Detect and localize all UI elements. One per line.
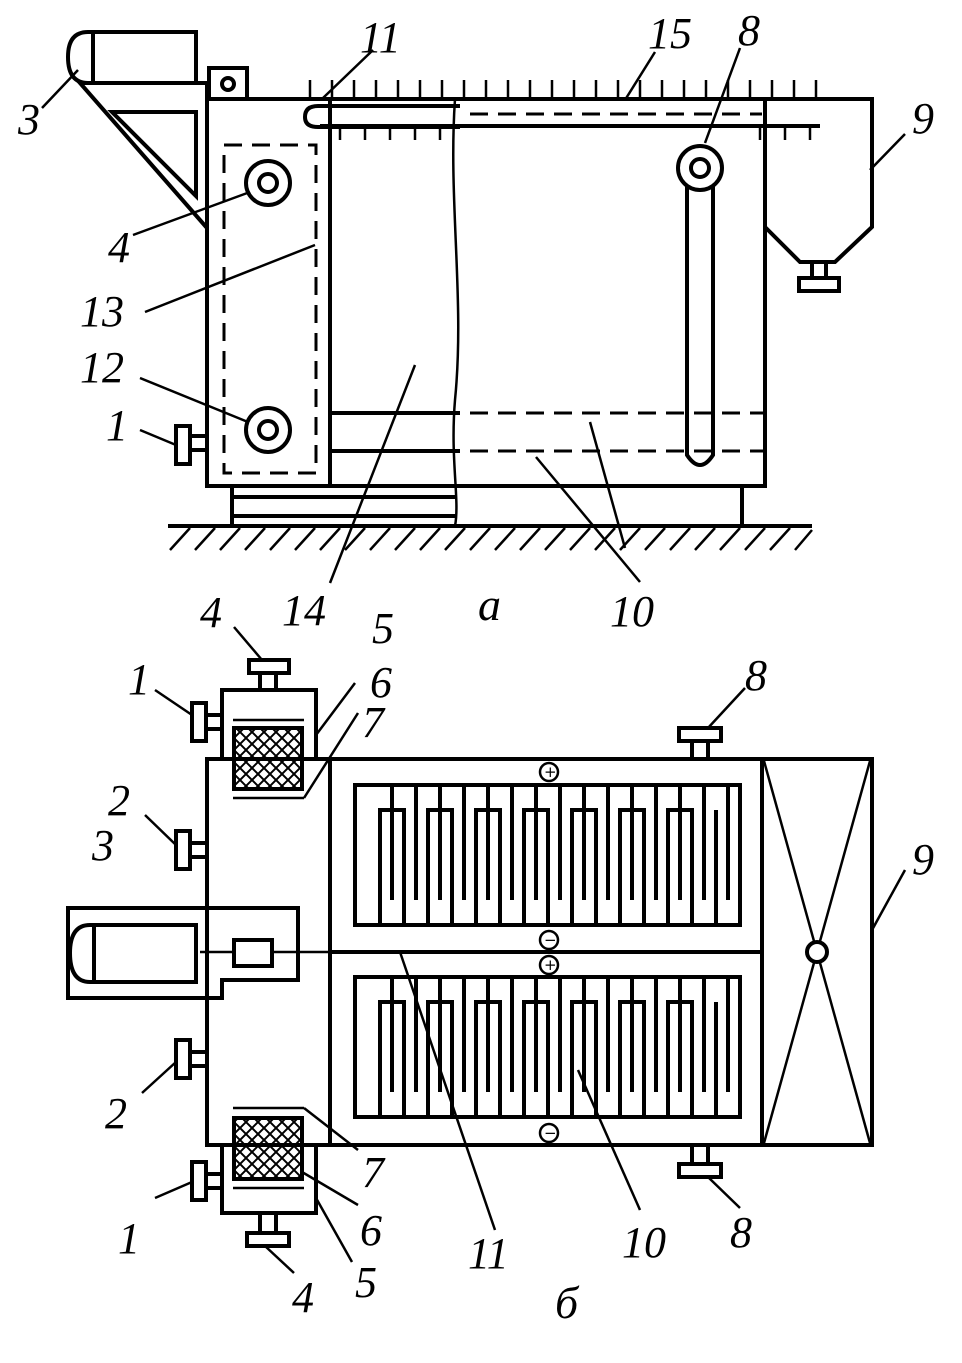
hopper-outlet-flange xyxy=(797,276,841,293)
scraper-blades-top xyxy=(308,80,818,98)
label-9-a: 9 xyxy=(912,94,934,143)
label-1-a: 1 xyxy=(106,401,128,450)
scraper-blades-bottom xyxy=(338,127,812,140)
label-6-b-bottom: 6 xyxy=(360,1206,382,1255)
caption-a: а xyxy=(478,579,501,630)
label-4-b-bottom: 4 xyxy=(292,1273,314,1322)
pipe-11 xyxy=(302,104,460,129)
label-10-a: 10 xyxy=(610,587,654,636)
terminal-plus-2-sign: + xyxy=(544,956,557,974)
nozzle-1-bottom xyxy=(190,1160,224,1202)
motor-3-top xyxy=(66,906,300,1000)
chain-drive-side xyxy=(676,144,724,467)
label-7-b-bottom: 7 xyxy=(362,1148,386,1197)
label-8-b-bottom: 8 xyxy=(730,1208,752,1257)
label-6-b-top: 6 xyxy=(370,658,392,707)
nozzle-1-side xyxy=(174,424,209,466)
label-3-a: 3 xyxy=(17,95,40,144)
drive-8-top xyxy=(677,726,723,761)
caption-b: б xyxy=(555,1277,580,1328)
electrode-block-upper xyxy=(353,783,742,927)
pump-4-side xyxy=(244,159,292,207)
label-5-b-bottom: 5 xyxy=(355,1258,377,1307)
view-b-top: + − + − xyxy=(66,588,934,1328)
label-11-a: 11 xyxy=(360,13,401,62)
filter-box-lower xyxy=(220,1106,318,1215)
leader-lines-b xyxy=(141,626,907,1274)
label-2-b-top: 2 xyxy=(108,776,130,825)
label-13-a: 13 xyxy=(80,287,124,336)
label-12-a: 12 xyxy=(80,343,124,392)
label-1-b-top: 1 xyxy=(128,655,150,704)
label-4-b-top: 4 xyxy=(200,588,222,637)
pump-4-bottom xyxy=(245,1211,291,1248)
label-2-b-bottom: 2 xyxy=(105,1089,127,1138)
label-14-a: 14 xyxy=(282,586,326,635)
motor-3-side xyxy=(65,30,249,234)
nozzle-2-top xyxy=(174,829,209,871)
sludge-hopper xyxy=(763,97,874,264)
label-4-a: 4 xyxy=(108,223,130,272)
view-a-side: 3 11 15 8 9 4 13 12 1 14 10 а xyxy=(17,6,934,636)
nozzle-1-top xyxy=(190,701,224,743)
terminal-plus-1 xyxy=(538,761,560,783)
ground-hatching xyxy=(169,527,813,551)
section-break-line xyxy=(452,98,460,527)
hopper-top xyxy=(762,760,872,1144)
terminals: + − + − xyxy=(538,761,560,1144)
label-7-b-top: 7 xyxy=(362,698,386,747)
label-10-b: 10 xyxy=(622,1218,666,1267)
terminal-minus-1-sign: − xyxy=(544,931,557,949)
label-15-a: 15 xyxy=(648,9,692,58)
terminal-minus-2 xyxy=(538,1122,560,1144)
terminal-minus-2-sign: − xyxy=(544,1124,557,1142)
label-8-b-top: 8 xyxy=(745,651,767,700)
terminal-minus-1 xyxy=(538,929,560,951)
pump-12-side xyxy=(244,406,292,454)
label-8-a: 8 xyxy=(738,6,760,55)
label-1-b-bottom: 1 xyxy=(118,1214,140,1263)
label-5-b-top: 5 xyxy=(372,604,394,653)
electrode-block-lower xyxy=(353,975,742,1119)
label-3-b: 3 xyxy=(91,821,114,870)
filter-cassette xyxy=(222,143,318,475)
label-11-b: 11 xyxy=(468,1229,509,1278)
label-9-b: 9 xyxy=(912,835,934,884)
pump-4-top xyxy=(247,658,291,692)
hopper-outlet-neck xyxy=(810,260,828,280)
leader-lines-a xyxy=(41,47,906,584)
base-frame xyxy=(230,486,744,526)
nozzle-2-bottom xyxy=(174,1038,209,1080)
terminal-plus-1-sign: + xyxy=(544,763,557,781)
drive-8-bottom xyxy=(677,1143,723,1179)
terminal-plus-2 xyxy=(538,954,560,976)
filter-box-upper xyxy=(220,688,318,800)
